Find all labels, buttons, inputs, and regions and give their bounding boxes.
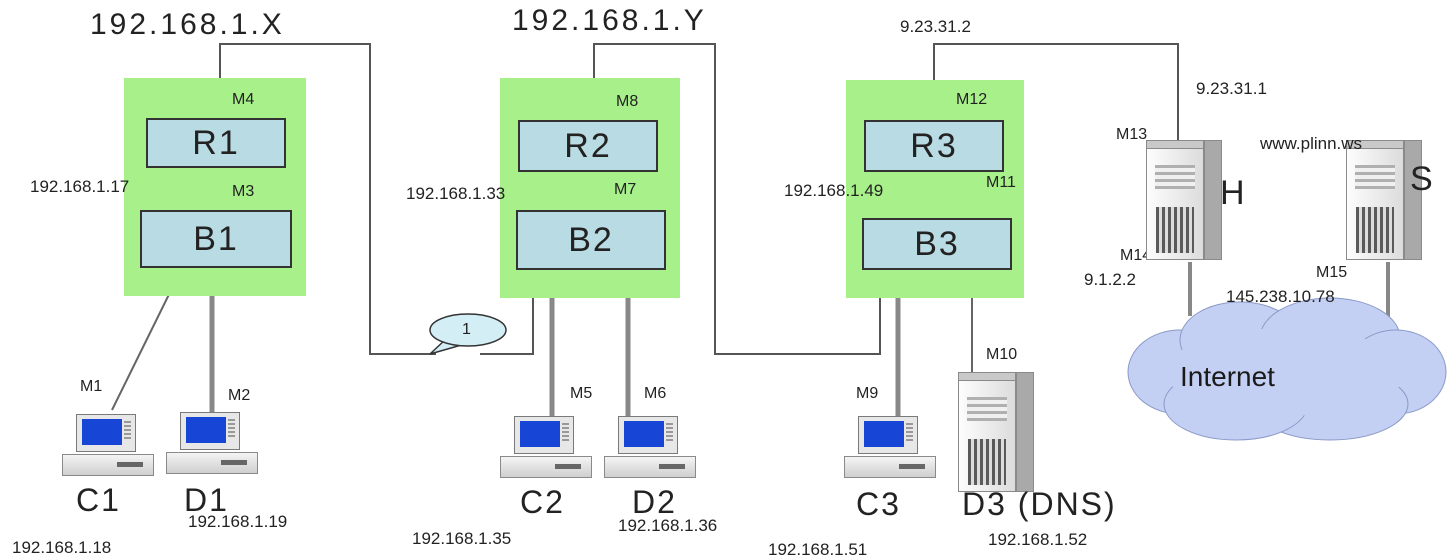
net-y-label: 192.168.1.Y bbox=[512, 4, 707, 37]
bridge-b2[interactable]: B2 bbox=[516, 210, 666, 270]
mac-m3: M3 bbox=[232, 183, 255, 200]
server-d3-icon[interactable] bbox=[958, 372, 1034, 492]
mac-m6: M6 bbox=[644, 385, 667, 402]
router-r2[interactable]: R2 bbox=[518, 120, 658, 172]
server-s-icon[interactable] bbox=[1346, 140, 1422, 260]
host-d2-name: D2 bbox=[632, 484, 677, 520]
host-d3-ip: 192.168.1.52 bbox=[988, 530, 1088, 549]
host-d1-name: D1 bbox=[184, 482, 229, 518]
computer-c1-icon[interactable] bbox=[62, 414, 154, 478]
computer-c3-icon[interactable] bbox=[844, 416, 936, 480]
mac-m8: M8 bbox=[616, 93, 639, 110]
mac-m9: M9 bbox=[856, 385, 879, 402]
callout-bubble-icon bbox=[429, 313, 507, 355]
computer-d1-icon[interactable] bbox=[166, 412, 258, 476]
server-s-url[interactable]: www.plinn.ws bbox=[1260, 134, 1363, 153]
bridge-b1[interactable]: B1 bbox=[140, 210, 292, 268]
host-d3-name: D3 (DNS) bbox=[962, 486, 1117, 522]
host-d2-ip: 192.168.1.36 bbox=[618, 516, 718, 535]
host-d1-ip: 192.168.1.19 bbox=[188, 512, 288, 531]
router-r1-ip: 192.168.1.17 bbox=[30, 177, 130, 196]
host-c3-ip: 192.168.1.51 bbox=[768, 540, 868, 559]
router-r3-ip: 192.168.1.49 bbox=[784, 181, 884, 200]
mac-m2: M2 bbox=[228, 387, 251, 404]
mac-m12: M12 bbox=[956, 91, 988, 108]
computer-d2-icon[interactable] bbox=[604, 416, 696, 480]
mac-m4: M4 bbox=[232, 91, 255, 108]
mac-m11: M11 bbox=[986, 174, 1016, 191]
computer-c2-icon[interactable] bbox=[500, 416, 592, 480]
mac-m13: M13 bbox=[1116, 126, 1148, 143]
internet-cloud-icon bbox=[1127, 297, 1447, 441]
gateway-h-ip-lower: 9.1.2.2 bbox=[1084, 270, 1136, 289]
net-x-label: 192.168.1.X bbox=[90, 8, 285, 41]
host-c2-name: C2 bbox=[520, 484, 565, 520]
mac-m7: M7 bbox=[614, 181, 637, 198]
mac-m10: M10 bbox=[986, 346, 1018, 363]
internet-label: Internet bbox=[1180, 361, 1275, 392]
mac-m1: M1 bbox=[80, 378, 103, 395]
router-r2-ip: 192.168.1.33 bbox=[406, 184, 506, 203]
wan-ip-label: 9.23.31.2 bbox=[900, 17, 971, 36]
link-net-x-b2 bbox=[480, 270, 534, 355]
server-s-ip: 145.238.10.78 bbox=[1226, 287, 1335, 306]
link-r2-net-y bbox=[593, 43, 881, 355]
server-s-name: S bbox=[1410, 160, 1433, 198]
mac-m14: M14 bbox=[1120, 247, 1152, 264]
bridge-b3[interactable]: B3 bbox=[862, 218, 1012, 270]
router-r3[interactable]: R3 bbox=[864, 120, 1004, 172]
host-c2-ip: 192.168.1.35 bbox=[412, 529, 512, 548]
link-r1-net-x bbox=[219, 43, 436, 355]
host-c1-ip: 192.168.1.18 bbox=[12, 538, 112, 557]
host-c3-name: C3 bbox=[856, 486, 901, 522]
server-h-icon[interactable] bbox=[1146, 140, 1222, 260]
router-r1[interactable]: R1 bbox=[146, 118, 286, 168]
mac-m5: M5 bbox=[570, 385, 593, 402]
gateway-h-name: H bbox=[1220, 174, 1245, 212]
callout-label: 1 bbox=[462, 321, 471, 338]
host-c1-name: C1 bbox=[76, 482, 121, 518]
gateway-h-ip-upper: 9.23.31.1 bbox=[1196, 79, 1267, 98]
mac-m15: M15 bbox=[1316, 264, 1348, 281]
